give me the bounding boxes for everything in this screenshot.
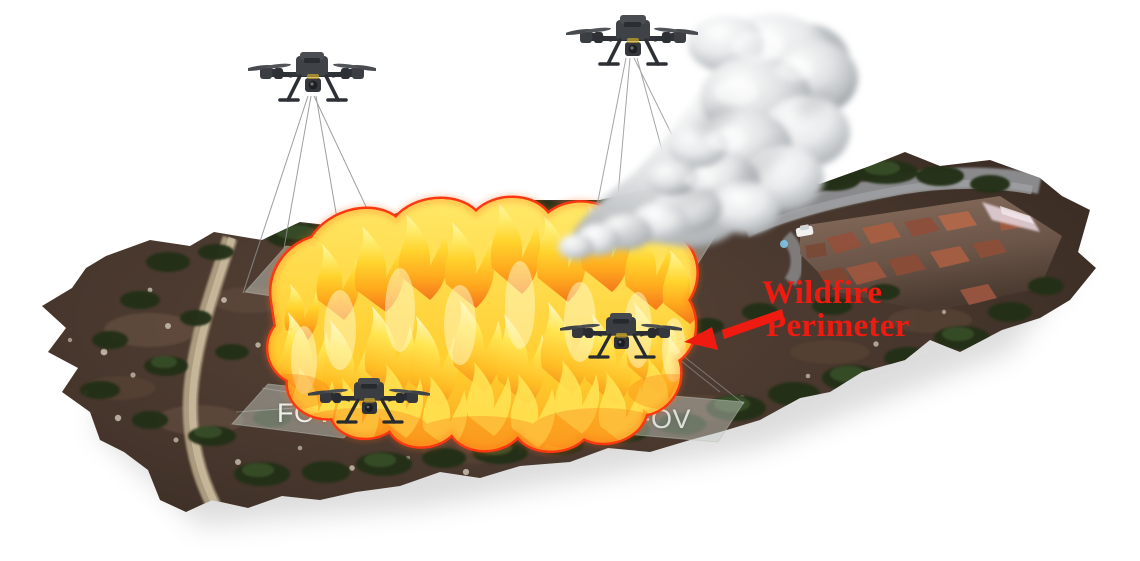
uav-lower-right — [557, 303, 685, 371]
uav-upper-right — [564, 2, 702, 78]
village-area — [780, 196, 1062, 312]
wildfire-perimeter-annotation: Wildfire Perimeter — [762, 277, 910, 343]
uav-lower-left — [305, 368, 433, 436]
fov-polygon-1 — [244, 245, 395, 309]
fov-polygon-2 — [587, 217, 721, 271]
uav-upper-left — [244, 40, 380, 116]
annotation-line-1: Wildfire — [762, 275, 883, 311]
fov-polygon-4 — [601, 391, 745, 443]
annotation-line-2: Perimeter — [766, 308, 910, 344]
